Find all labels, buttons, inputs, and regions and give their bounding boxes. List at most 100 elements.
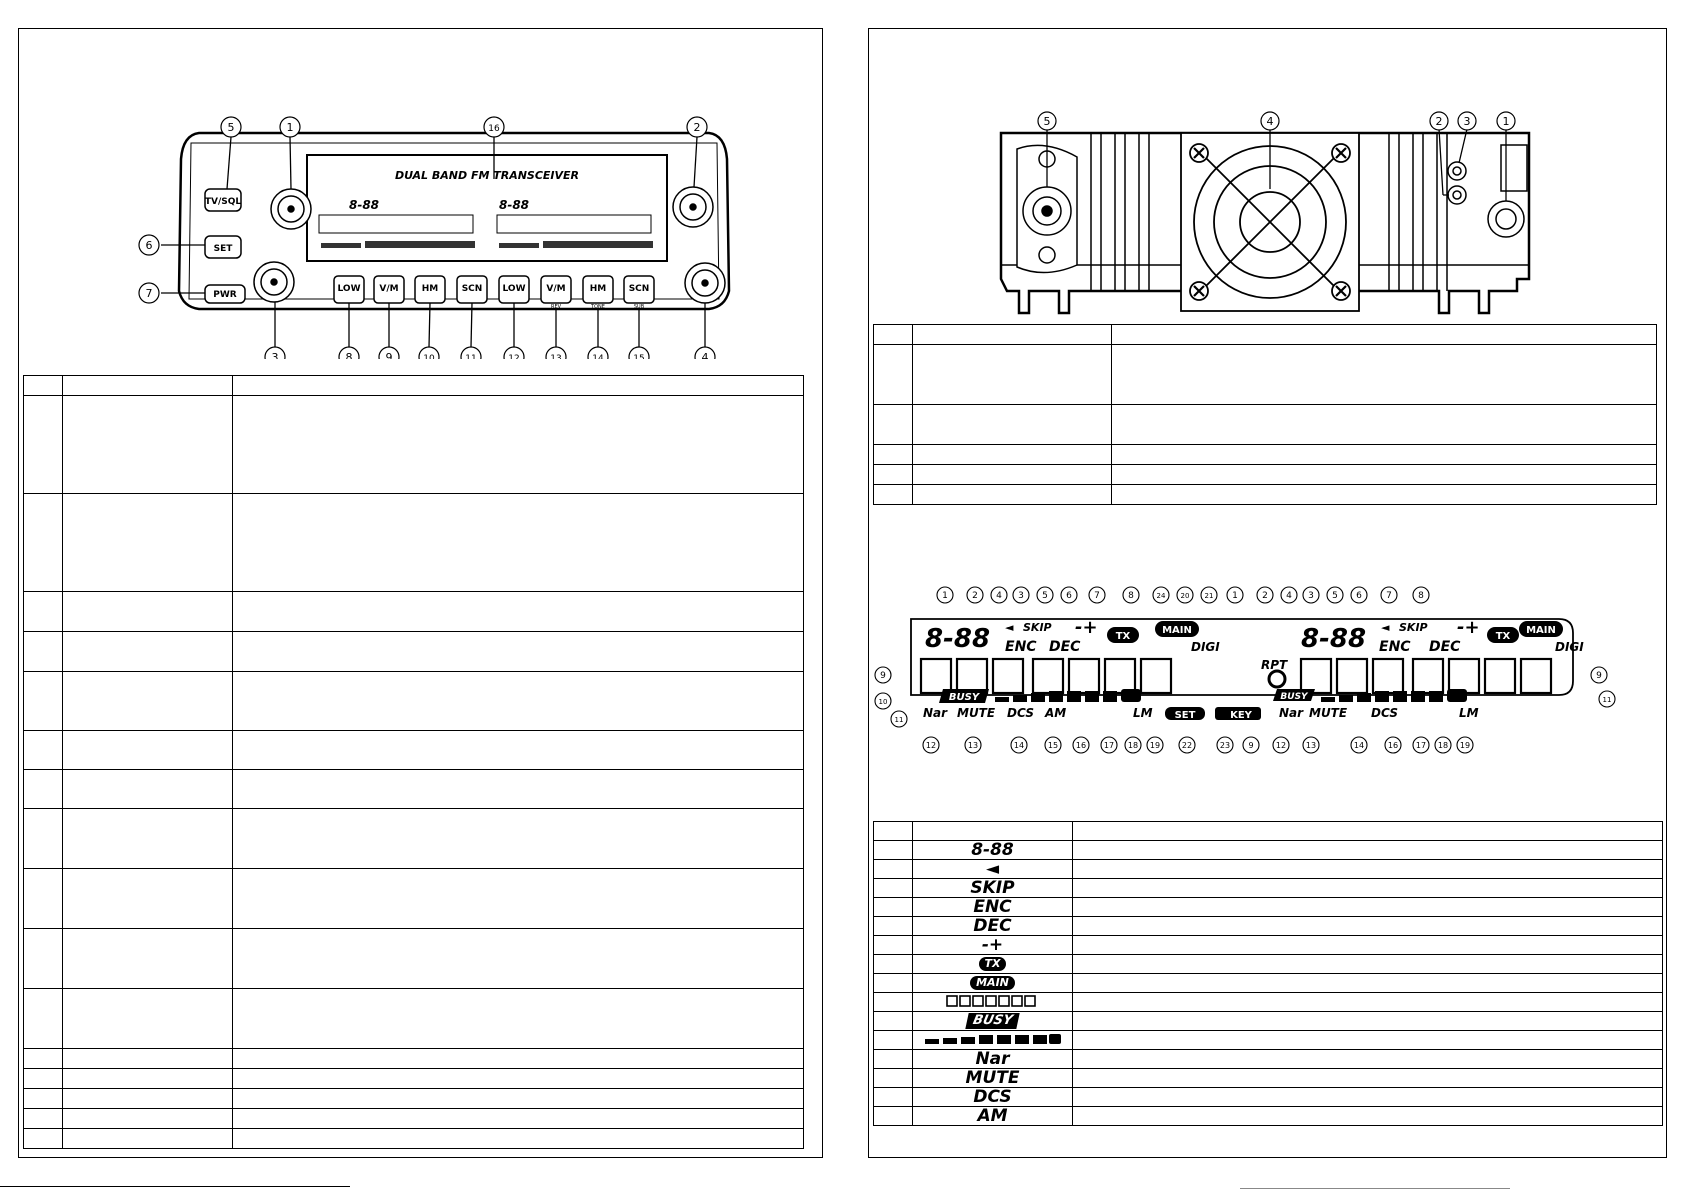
mini-freq-left: 8-88 — [349, 198, 379, 212]
svg-text:KEY: KEY — [1230, 710, 1253, 721]
lcd-callout-t24: 24 — [1157, 592, 1166, 600]
lcd-dcs-left: DCS — [1007, 706, 1034, 720]
low-key-label: LOW — [338, 284, 361, 294]
legend-main: MAIN — [970, 976, 1015, 990]
lcd-callout-b16: 16 — [1076, 741, 1086, 750]
scn-key-label: SCN — [462, 284, 483, 294]
hm-key-label: HM — [422, 284, 439, 294]
lcd-skip-right: SKIP — [1399, 621, 1428, 634]
lcd-callout-t7b: 7 — [1386, 591, 1392, 601]
legend-minus-plus: -+ — [981, 935, 1004, 955]
sub-label-rev: REV — [551, 304, 562, 310]
lcd-callout-t7: 7 — [1094, 591, 1100, 601]
lcd-dec-right: DEC — [1429, 639, 1461, 655]
footer-rule-right — [1240, 1188, 1510, 1189]
rp-callout-4: 4 — [1267, 115, 1274, 128]
lcd-callout-b17: 17 — [1104, 741, 1114, 750]
fp-callout-14: 14 — [592, 354, 604, 359]
rp-callout-1: 1 — [1503, 115, 1510, 128]
fp-callout-4: 4 — [702, 351, 709, 359]
rear-panel-diagram: 5 4 2 3 1 — [999, 111, 1531, 315]
lcd-digit-block-right — [1299, 657, 1553, 695]
lcd-key-badge: KEY — [1215, 707, 1261, 721]
lcd-lm-left: LM — [1133, 706, 1153, 720]
svg-text:SET: SET — [1175, 710, 1196, 721]
vm2-key-label: V/M — [546, 284, 565, 294]
tv-sql-key — [204, 188, 242, 212]
lcd-digi-right: DIGI — [1555, 640, 1584, 654]
lcd-callout-t8: 8 — [1128, 591, 1134, 601]
lcd-callout-s10: 10 — [879, 698, 888, 706]
sub-label-sub: SUB — [634, 304, 645, 310]
lcd-callout-b23: 23 — [1220, 741, 1230, 750]
lcd-set-badge: SET — [1165, 707, 1205, 721]
lcd-callout-s11: 11 — [895, 716, 904, 724]
legend-skip: SKIP — [970, 878, 1015, 898]
fp-callout-6: 6 — [146, 239, 153, 252]
legend-digit-block — [945, 994, 1036, 1007]
lcd-callout-b19: 19 — [1150, 741, 1160, 750]
legend-dec: DEC — [973, 916, 1012, 936]
fp-callout-13: 13 — [550, 354, 561, 359]
lcd-digit-block-left — [919, 657, 1173, 695]
fp-callout-9: 9 — [386, 351, 393, 359]
lcd-callout-t1b: 1 — [1232, 591, 1238, 601]
low2-key-label: LOW — [503, 284, 526, 294]
fp-callout-8: 8 — [346, 351, 353, 359]
lcd-callout-b18b: 18 — [1438, 741, 1448, 750]
lcd-callout-b19b: 19 — [1460, 741, 1470, 750]
lcd-digi-left: DIGI — [1191, 640, 1220, 654]
legend-enc: ENC — [973, 897, 1012, 917]
lcd-channel-left: 8-88 — [925, 624, 990, 654]
lcd-callout-b22: 22 — [1182, 741, 1192, 750]
legend-channel: 8-88 — [971, 840, 1014, 860]
lcd-callout-t21: 21 — [1205, 592, 1214, 600]
fp-callout-12: 12 — [508, 354, 519, 359]
lcd-enc-right: ENC — [1379, 639, 1411, 655]
lcd-callout-t1: 1 — [942, 591, 948, 601]
legend-mute: MUTE — [965, 1068, 1020, 1088]
lcd-callout-s9: 9 — [880, 671, 886, 681]
lcd-s-meter-right — [1321, 689, 1467, 702]
front-panel-diagram: DUAL BAND FM TRANSCEIVER 8-88 8-88 TV/SQ… — [138, 116, 731, 359]
lcd-minus-plus-left: -+ — [1075, 617, 1098, 638]
lcd-rpt-ring — [1267, 669, 1287, 689]
pwr-key — [204, 284, 246, 304]
svg-text:MAIN: MAIN — [1526, 625, 1556, 636]
vm-key-label: V/M — [379, 284, 398, 294]
lcd-callout-t4b: 4 — [1286, 591, 1292, 601]
lcd-busy-left: BUSY — [939, 689, 989, 703]
right-manual-page: 5 4 2 3 1 8-88 8-88 ◄ SKIP ENC DEC -+ — [868, 28, 1667, 1158]
lcd-callout-b13: 13 — [968, 741, 978, 750]
svg-text:BUSY: BUSY — [949, 692, 981, 703]
lcd-am-left: AM — [1044, 706, 1066, 720]
lcd-callout-s11b: 11 — [1603, 696, 1612, 704]
lcd-callout-b15: 15 — [1048, 741, 1058, 750]
lcd-callout-t6b: 6 — [1356, 591, 1362, 601]
lcd-callout-b14: 14 — [1014, 741, 1024, 750]
fp-callout-2: 2 — [694, 121, 701, 134]
lcd-nar-right: Nar — [1279, 706, 1304, 720]
lcd-callout-b18: 18 — [1128, 741, 1138, 750]
mini-freq-right: 8-88 — [499, 198, 529, 212]
brand-text: DUAL BAND FM TRANSCEIVER — [395, 169, 579, 182]
lcd-symbol-table: 8-88 ◄ SKIP ENC DEC -+ TX MAIN BUSY Nar … — [873, 821, 1663, 1126]
lcd-callout-t2b: 2 — [1262, 591, 1268, 601]
tv-sql-key-label: TV/SQL — [205, 197, 242, 207]
left-manual-page: DUAL BAND FM TRANSCEIVER 8-88 8-88 TV/SQ… — [18, 28, 823, 1158]
lcd-s-meter-left — [995, 689, 1141, 702]
lcd-rpt: RPT — [1261, 658, 1288, 672]
lcd-enc-left: ENC — [1005, 639, 1037, 655]
lcd-callout-b17b: 17 — [1416, 741, 1426, 750]
lcd-display-diagram: 8-88 8-88 ◄ SKIP ENC DEC -+ ◄ SKIP ENC D… — [874, 586, 1616, 754]
fp-callout-1: 1 — [287, 121, 294, 134]
lcd-callout-t3: 3 — [1018, 591, 1024, 601]
legend-shift-arrow: ◄ — [985, 859, 1000, 879]
lcd-callout-t4: 4 — [996, 591, 1002, 601]
fp-callout-11: 11 — [465, 354, 476, 359]
lcd-callout-t3b: 3 — [1308, 591, 1314, 601]
lcd-lm-right: LM — [1459, 706, 1479, 720]
lcd-main-left — [1155, 621, 1199, 637]
rp-callout-2: 2 — [1436, 115, 1443, 128]
lcd-tx-left — [1107, 627, 1139, 643]
